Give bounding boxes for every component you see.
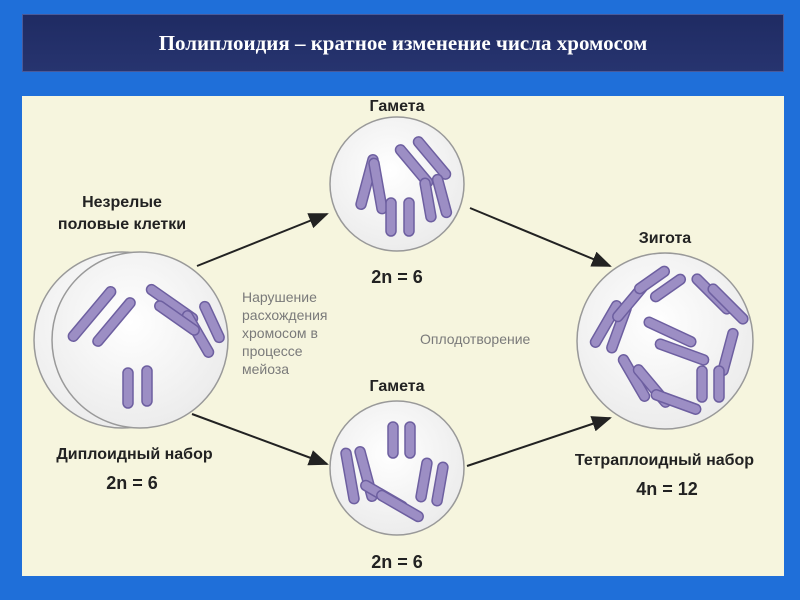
chromosome [707,283,749,325]
diploid-formula: 2n = 6 [106,473,158,493]
arrow-to-top-gamete [196,213,329,267]
nondisjunction-line-3: хромосом в [242,325,318,341]
chromosome [431,173,453,219]
chromosome [199,300,225,344]
tetraploid-formula: 4n = 12 [636,479,698,499]
chromosome [643,316,697,348]
gamete-top-chromosomes [355,136,453,237]
arrow-to-bottom-gamete [191,413,329,466]
immature-cells-label-line-2: половые клетки [57,216,187,233]
arrow-top-gamete-to-zygote [469,207,612,267]
diploid-set-label: Диплоидный набор [56,446,213,463]
immature-cell-chromosomes [67,283,225,409]
chromosome [122,367,134,409]
chromosome [431,461,449,507]
page-title: Полиплоидия – кратное изменение числа хр… [158,30,648,55]
chromosome [713,365,725,403]
chromosome [340,447,360,505]
nondisjunction-line-2: расхождения [242,307,328,323]
zygote-label: Зигота [638,230,692,247]
gamete-bottom-formula: 2n = 6 [371,552,423,572]
chromosome [404,421,416,459]
chromosome [385,197,397,237]
tetraploid-set-label: Тетраплоидный набор [574,452,755,469]
chromosome [412,136,452,180]
immature-cells-label: Незрелые половые клетки [32,192,212,236]
nondisjunction-line-1: Нарушение [242,289,317,305]
gamete-top-label: Гамета [369,98,425,115]
title-bar: Полиплоидия – кратное изменение числа хр… [22,14,784,72]
gamete-bottom-cell [329,400,465,536]
chromosome [387,421,399,459]
diagram-panel: Незрелые половые клетки Диплоидный набор… [22,96,784,576]
chromosome [633,265,671,295]
gamete-bottom-label: Гамета [369,378,425,395]
chromosome [376,489,424,523]
arrow-bottom-gamete-to-zygote [466,416,612,467]
chromosome [649,273,687,303]
chromosome [141,365,153,407]
chromosome [67,286,117,342]
chromosome [415,457,433,503]
chromosome [403,197,415,237]
chromosome [654,338,710,366]
polyploidy-diagram [33,116,754,536]
chromosome [154,300,200,336]
chromosome [589,300,623,348]
fertilization-note: Оплодотворение [420,331,531,347]
nondisjunction-note: Нарушение расхождения хромосом в процесс… [242,288,362,378]
gamete-bottom-chromosomes [340,421,449,523]
chromosome [696,365,708,403]
zygote-chromosomes [589,265,749,415]
immature-cell-front [51,251,229,429]
chromosome [92,297,136,347]
immature-cells-label-line-1: Незрелые [82,194,162,211]
chromosome [368,157,388,215]
nondisjunction-line-5: мейоза [242,361,290,377]
gamete-top-formula: 2n = 6 [371,267,423,287]
chromosome [650,389,702,415]
immature-cell-group [33,251,229,429]
nondisjunction-line-4: процессе [242,343,303,359]
chromosome [419,177,437,223]
